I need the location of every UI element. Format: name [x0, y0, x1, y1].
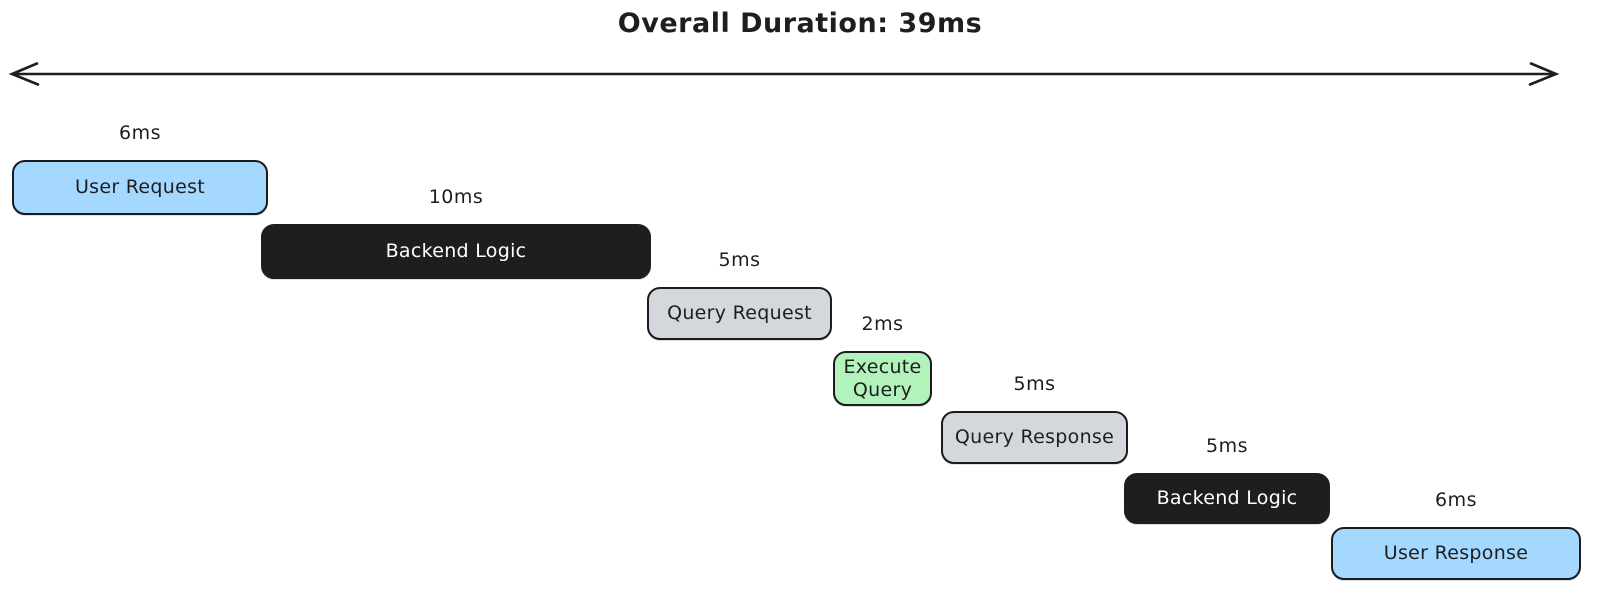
- segment-duration-label-execute-query-3: 2ms: [861, 313, 904, 335]
- segment-box-backend-logic-5: Backend Logic: [1124, 473, 1330, 524]
- overall-duration-arrow-icon: [8, 62, 1560, 86]
- segment-box-execute-query-3: Execute Query: [833, 351, 932, 406]
- segment-box-query-response-4: Query Response: [941, 411, 1128, 464]
- segment-duration-label-query-request-2: 5ms: [718, 249, 761, 271]
- diagram-title: Overall Duration: 39ms: [617, 8, 983, 39]
- segment-duration-label-backend-logic-1: 10ms: [428, 186, 484, 208]
- segment-duration-label-user-response-6: 6ms: [1435, 489, 1477, 511]
- segment-box-backend-logic-1: Backend Logic: [261, 224, 651, 279]
- segment-duration-label-user-request-0: 6ms: [119, 122, 161, 144]
- segment-box-user-response-6: User Response: [1331, 527, 1581, 580]
- segment-duration-label-backend-logic-5: 5ms: [1206, 435, 1248, 457]
- segment-box-user-request-0: User Request: [12, 160, 268, 215]
- segment-duration-label-query-response-4: 5ms: [1013, 373, 1056, 395]
- segment-box-query-request-2: Query Request: [647, 287, 832, 340]
